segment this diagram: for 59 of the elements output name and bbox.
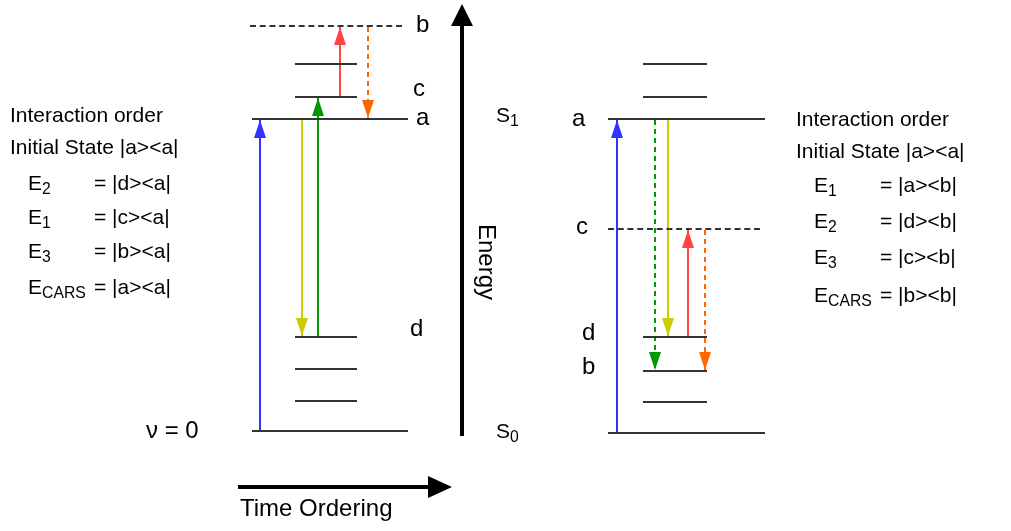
state-text: S$_{0}$ bbox=[496, 418, 519, 444]
transition-arrow bbox=[312, 97, 324, 337]
field-symbol: E$_{2}$ bbox=[814, 208, 837, 234]
level-label: b bbox=[582, 352, 596, 380]
energy-level-line bbox=[643, 96, 707, 98]
state-text: = |b><b| bbox=[880, 282, 957, 308]
transition-arrow bbox=[362, 26, 374, 119]
energy-level-line bbox=[295, 63, 357, 65]
transition-arrow bbox=[699, 229, 711, 371]
state-text: Interaction order bbox=[796, 106, 949, 132]
state-text: = |b><a| bbox=[94, 238, 171, 264]
state-text: = |c><a| bbox=[94, 204, 170, 230]
state-text: = |a><b| bbox=[880, 172, 957, 198]
field-symbol: E$_{CARS}$ bbox=[28, 274, 86, 300]
energy-level-line bbox=[608, 228, 760, 230]
energy-level-line bbox=[608, 118, 765, 120]
level-label: a bbox=[572, 104, 586, 132]
level-label: d bbox=[582, 318, 596, 346]
field-symbol: E$_{1}$ bbox=[28, 204, 51, 230]
field-symbol: E$_{2}$ bbox=[28, 170, 51, 196]
energy-level-line bbox=[643, 401, 707, 403]
energy-level-line bbox=[643, 370, 707, 372]
level-label: c bbox=[413, 74, 425, 102]
level-label: b bbox=[416, 10, 430, 38]
state-text: = |a><a| bbox=[94, 274, 171, 300]
energy-level-line bbox=[643, 336, 707, 338]
energy-level-line bbox=[250, 25, 402, 27]
transition-arrow bbox=[254, 119, 266, 431]
state-text: Initial State |a><a| bbox=[796, 138, 965, 164]
state-text: Interaction order bbox=[10, 102, 163, 128]
state-text: S$_{1}$ bbox=[496, 102, 519, 128]
state-text: Initial State |a><a| bbox=[10, 134, 179, 160]
field-symbol: E$_{CARS}$ bbox=[814, 282, 872, 308]
transition-arrow bbox=[296, 119, 308, 337]
level-label: c bbox=[576, 212, 588, 240]
transition-arrow bbox=[682, 229, 694, 337]
transition-arrow bbox=[611, 119, 623, 433]
field-symbol: E$_{1}$ bbox=[814, 172, 837, 198]
level-label: ν = 0 bbox=[146, 416, 199, 444]
energy-level-line bbox=[643, 63, 707, 65]
energy-level-line bbox=[252, 430, 408, 432]
axis-label: Time Ordering bbox=[240, 494, 393, 522]
level-label: d bbox=[410, 314, 424, 342]
field-symbol: E$_{3}$ bbox=[814, 244, 837, 270]
field-symbol: E$_{3}$ bbox=[28, 238, 51, 264]
state-text: = |d><a| bbox=[94, 170, 171, 196]
state-text: = |c><b| bbox=[880, 244, 956, 270]
energy-level-line bbox=[608, 432, 765, 434]
transition-arrow bbox=[662, 119, 674, 337]
axis-label: Energy bbox=[473, 224, 501, 300]
energy-level-line bbox=[295, 400, 357, 402]
energy-level-line bbox=[295, 336, 357, 338]
transition-arrow bbox=[649, 119, 661, 371]
transition-arrow bbox=[334, 26, 346, 97]
energy-level-line bbox=[295, 96, 357, 98]
energy-level-line bbox=[295, 368, 357, 370]
energy-level-line bbox=[252, 118, 408, 120]
state-text: = |d><b| bbox=[880, 208, 957, 234]
level-label: a bbox=[416, 103, 430, 131]
